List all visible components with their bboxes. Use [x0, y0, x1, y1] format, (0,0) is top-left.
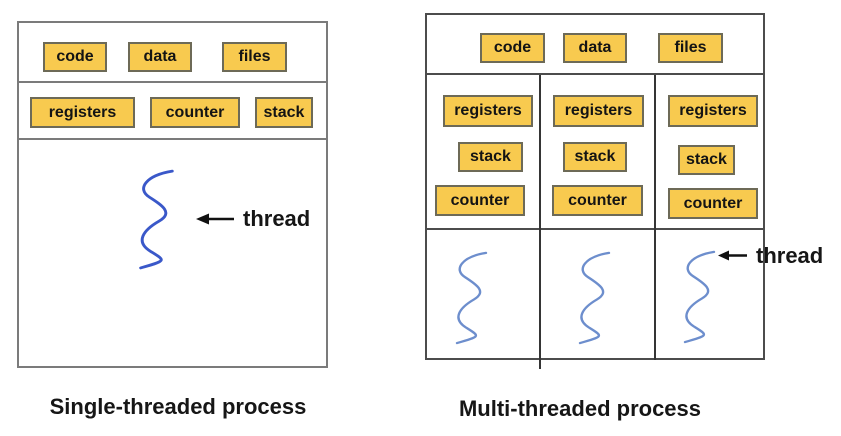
counter-chip: counter [552, 185, 643, 216]
data-chip: data [563, 33, 627, 63]
files-chip-label: files [674, 39, 707, 56]
files-chip-label: files [238, 48, 271, 65]
data-chip: data [128, 42, 192, 72]
counter-chip: counter [435, 185, 525, 216]
right-column-divider-2 [654, 75, 656, 360]
thread-squiggle-icon [683, 250, 716, 344]
counter-chip-label: counter [683, 194, 743, 212]
stack-chip: stack [458, 142, 523, 172]
data-chip-label: data [143, 48, 177, 65]
code-chip-label: code [56, 48, 94, 65]
stack-chip: stack [678, 145, 735, 175]
thread-squiggle-icon [139, 169, 174, 270]
registers-chip: registers [443, 95, 533, 127]
registers-chip: registers [553, 95, 644, 127]
counter-chip: counter [668, 188, 758, 219]
multi-threaded-caption: Multi-threaded process [458, 396, 702, 421]
stack-chip-label: stack [470, 148, 511, 165]
code-chip: code [480, 33, 545, 63]
single-threaded-caption: Single-threaded process [49, 394, 307, 419]
stack-chip: stack [563, 142, 627, 172]
thread-squiggle-icon [455, 251, 488, 345]
stack-chip-label: stack [686, 151, 727, 168]
thread-label: thread [756, 243, 824, 268]
counter-chip-label: counter [450, 191, 510, 209]
counter-chip-label: counter [568, 191, 627, 209]
counter-chip-label: counter [165, 103, 225, 121]
registers-chip-label: registers [679, 102, 747, 119]
files-chip: files [222, 42, 287, 72]
thread-arrow-icon [196, 213, 234, 225]
registers-chip-label: registers [454, 102, 522, 119]
data-chip-label: data [578, 39, 612, 56]
stack-chip-label: stack [263, 103, 305, 121]
registers-chip-label: registers [48, 103, 117, 121]
right-column-divider-1 [539, 75, 541, 369]
thread-label: thread [243, 206, 311, 231]
code-chip: code [43, 42, 107, 72]
registers-chip: registers [30, 97, 135, 128]
registers-chip-label: registers [564, 102, 633, 119]
right-divider-middle [425, 228, 765, 230]
stack-chip-label: stack [574, 148, 616, 165]
stack-chip: stack [255, 97, 313, 128]
left-divider-middle [17, 138, 328, 140]
right-divider-top [425, 73, 765, 75]
thread-arrow-icon [718, 250, 747, 261]
single-threaded-process-box [17, 21, 328, 368]
files-chip: files [658, 33, 723, 63]
thread-squiggle-icon [578, 251, 611, 345]
code-chip-label: code [493, 39, 532, 56]
left-divider-top [17, 81, 328, 83]
counter-chip: counter [150, 97, 240, 128]
registers-chip: registers [668, 95, 758, 127]
